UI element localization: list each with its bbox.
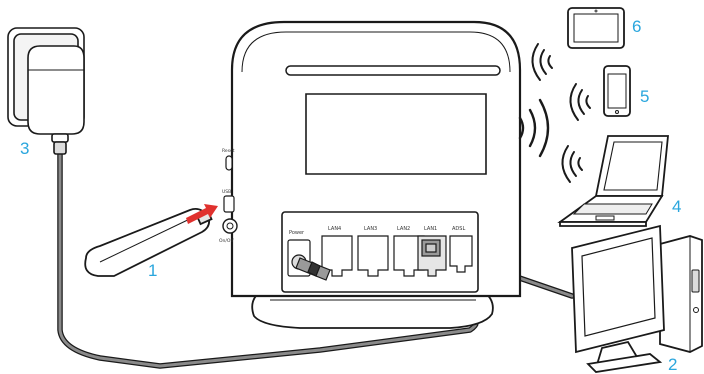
router-top-slot <box>286 66 500 75</box>
tablet <box>568 8 624 48</box>
adsl-port <box>450 236 472 272</box>
callout-usb-modem: 1 <box>148 261 157 280</box>
adapter-body <box>28 46 84 134</box>
wifi-waves-laptop <box>562 146 582 182</box>
power-adapter <box>8 28 84 154</box>
callout-power-adapter: 3 <box>20 139 29 158</box>
reset-button <box>226 156 232 170</box>
callout-laptop: 4 <box>672 197 681 216</box>
router-label-window <box>306 94 486 174</box>
label-adsl: ADSL <box>452 226 465 232</box>
label-lan4: LAN4 <box>328 226 341 232</box>
label-reset: Reset <box>222 148 235 154</box>
callout-computer: 2 <box>668 355 677 374</box>
laptop <box>560 136 668 226</box>
wifi-waves-router <box>520 100 548 156</box>
callout-phone: 5 <box>640 87 649 106</box>
ethernet-plug <box>422 240 440 256</box>
label-power: Power <box>289 230 305 236</box>
wifi-waves-tablet <box>532 44 552 80</box>
callout-tablet: 6 <box>632 17 641 36</box>
lan3-port <box>358 236 388 276</box>
label-lan1: LAN1 <box>424 226 437 232</box>
label-on-off: On/Off <box>219 238 234 244</box>
router <box>223 22 520 328</box>
smartphone <box>604 66 630 116</box>
wifi-waves-phone <box>570 84 590 120</box>
label-lan3: LAN3 <box>364 226 377 232</box>
desktop-computer <box>572 226 702 372</box>
label-lan2: LAN2 <box>397 226 410 232</box>
usb-port <box>224 196 234 212</box>
computer-tower <box>660 236 702 352</box>
label-usb: USB <box>222 189 231 195</box>
